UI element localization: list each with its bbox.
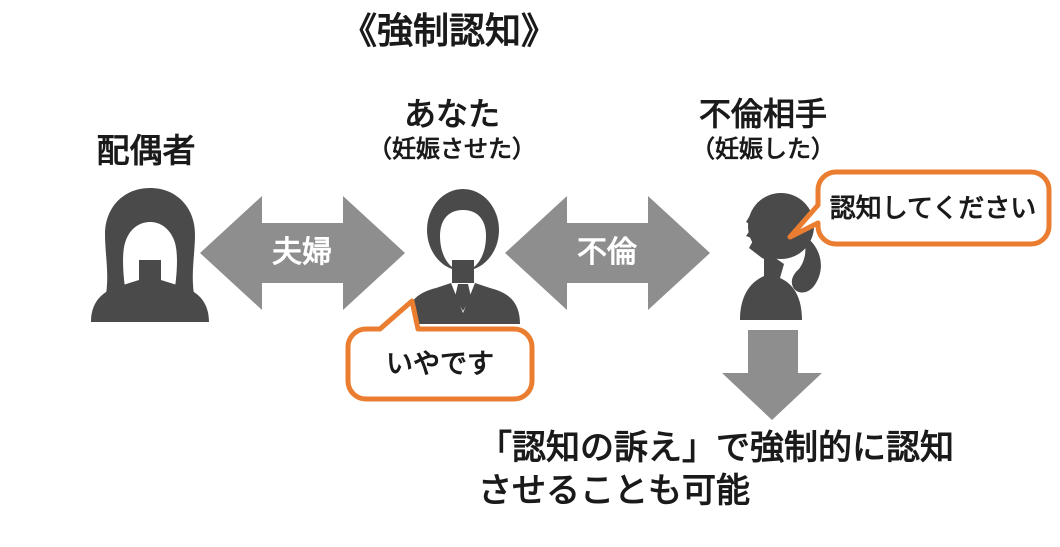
affair-partner-label-block: 不倫相手 （妊娠した） <box>653 94 873 164</box>
affair-partner-figure-icon <box>740 193 821 320</box>
marriage-double-arrow-icon <box>200 196 405 310</box>
affair-double-arrow-icon <box>505 196 710 310</box>
you-sublabel: （妊娠させた） <box>368 135 536 163</box>
marriage-arrow-label: 夫婦 <box>272 235 332 270</box>
conclusion-line-1: 「認知の訴え」で強制的に認知 <box>478 428 954 468</box>
you-label: あなた <box>403 95 500 133</box>
spouse-label: 配偶者 <box>96 131 196 170</box>
page-title: 《強制認知》 <box>340 11 557 52</box>
you-label-block: あなた （妊娠させた） <box>342 94 562 164</box>
down-arrow-icon <box>722 330 822 420</box>
request-speech-bubble <box>787 169 1052 247</box>
refusal-bubble-text: いやです <box>386 349 494 380</box>
you-figure-icon <box>406 189 520 324</box>
affair-partner-label: 不倫相手 <box>698 95 827 133</box>
conclusion-line-2: させることも可能 <box>478 471 750 511</box>
conclusion-text: 「認知の訴え」で強制的に認知 させることも可能 <box>478 427 1008 513</box>
spouse-figure-icon <box>91 188 209 322</box>
refusal-speech-bubble <box>345 298 535 402</box>
affair-partner-sublabel: （妊娠した） <box>691 135 835 163</box>
request-bubble-text: 認知してください <box>829 194 1037 224</box>
affair-arrow-label: 不倫 <box>577 235 637 270</box>
